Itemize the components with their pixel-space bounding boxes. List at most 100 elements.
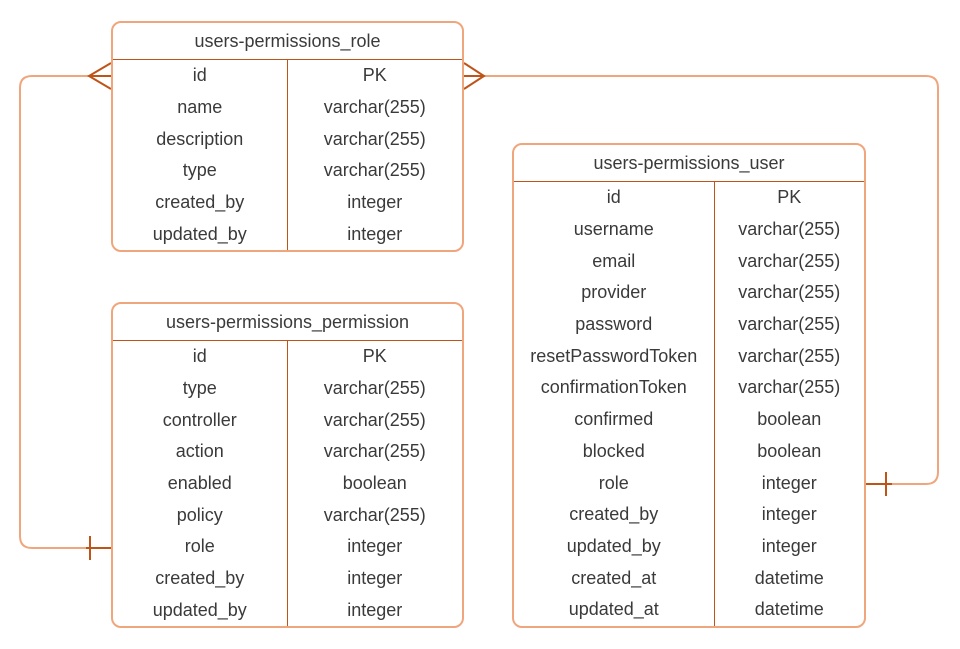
field-name: id <box>514 182 715 214</box>
field-name: id <box>113 341 288 373</box>
field-name: confirmed <box>514 403 715 436</box>
field-type: integer <box>347 536 403 557</box>
field-type: integer <box>761 472 817 493</box>
field-name: provider <box>514 277 715 309</box>
field-row-policy: policy varchar(255) <box>113 499 462 532</box>
field-row-description: description varchar(255) <box>113 123 462 156</box>
field-name: role <box>113 531 288 563</box>
field-row-created_at: created_at datetime <box>514 562 864 594</box>
entity-table-users-permissions-permission: users-permissions_permission id PK type var… <box>111 302 464 629</box>
entity-table-users-permissions-user: users-permissions_user id PK username varch… <box>512 143 866 628</box>
connector-line <box>19 75 89 549</box>
field-row-password: password varchar(255) <box>514 308 864 341</box>
field-name: created_by <box>514 498 715 531</box>
field-type: boolean <box>757 409 822 430</box>
crow-foot-many-icon <box>463 62 486 90</box>
table-title: users-permissions_permission <box>113 304 462 341</box>
connector-role-permission <box>19 62 112 560</box>
field-type: varchar(255) <box>323 97 426 118</box>
field-name: resetPasswordToken <box>514 340 715 373</box>
connector-role-user <box>463 62 939 496</box>
field-type: integer <box>347 223 403 244</box>
field-name: action <box>113 436 288 468</box>
field-row-id: id PK <box>113 60 462 92</box>
field-row-role: role integer <box>113 531 462 563</box>
field-name: created_at <box>514 562 715 594</box>
field-type: varchar(255) <box>738 282 841 303</box>
field-name: type <box>113 155 288 187</box>
field-type: varchar(255) <box>738 219 841 240</box>
field-type: datetime <box>754 567 824 588</box>
field-row-updated_by: updated_by integer <box>113 218 462 251</box>
field-type: varchar(255) <box>323 409 426 430</box>
field-row-id: id PK <box>113 341 462 373</box>
field-row-role: role integer <box>514 467 864 499</box>
field-name: password <box>514 308 715 341</box>
field-type: varchar(255) <box>738 314 841 335</box>
field-type: varchar(255) <box>738 377 841 398</box>
cardinality-one-icon <box>866 472 892 496</box>
field-name: created_by <box>113 562 288 595</box>
field-name: controller <box>113 404 288 437</box>
field-row-enabled: enabled boolean <box>113 467 462 500</box>
field-type: varchar(255) <box>323 504 426 525</box>
field-row-resetPasswordToken: resetPasswordToken varchar(255) <box>514 340 864 373</box>
field-name: updated_at <box>514 593 715 626</box>
field-name: role <box>514 467 715 499</box>
cardinality-one-icon <box>86 536 111 560</box>
field-type: varchar(255) <box>323 378 426 399</box>
field-row-type: type varchar(255) <box>113 155 462 187</box>
field-name: updated_by <box>113 218 288 251</box>
field-type: integer <box>347 192 403 213</box>
field-type: varchar(255) <box>323 128 426 149</box>
field-row-blocked: blocked boolean <box>514 435 864 468</box>
field-type: boolean <box>342 473 407 494</box>
field-name: id <box>113 60 288 92</box>
field-row-updated_by: updated_by integer <box>514 530 864 563</box>
field-type: integer <box>347 568 403 589</box>
field-name: policy <box>113 499 288 532</box>
field-row-controller: controller varchar(255) <box>113 404 462 437</box>
field-type: integer <box>761 504 817 525</box>
crow-foot-many-icon <box>87 62 112 90</box>
field-name: username <box>514 213 715 246</box>
field-name: description <box>113 123 288 156</box>
field-row-username: username varchar(255) <box>514 213 864 246</box>
field-type: PK <box>362 346 387 367</box>
field-row-created_by: created_by integer <box>113 562 462 595</box>
connector-line <box>484 75 939 485</box>
field-type: integer <box>761 535 817 556</box>
field-type: boolean <box>757 440 822 461</box>
field-name: updated_by <box>514 530 715 563</box>
field-type: varchar(255) <box>738 345 841 366</box>
field-row-created_by: created_by integer <box>113 186 462 219</box>
field-name: type <box>113 372 288 405</box>
table-title: users-permissions_user <box>514 145 864 182</box>
field-row-confirmationToken: confirmationToken varchar(255) <box>514 372 864 404</box>
field-type: PK <box>362 65 387 86</box>
field-row-type: type varchar(255) <box>113 372 462 405</box>
field-name: confirmationToken <box>514 372 715 404</box>
field-name: blocked <box>514 435 715 468</box>
field-name: enabled <box>113 467 288 500</box>
field-name: created_by <box>113 186 288 219</box>
field-row-provider: provider varchar(255) <box>514 277 864 309</box>
field-type: PK <box>777 187 802 208</box>
field-name: email <box>514 245 715 278</box>
field-type: integer <box>347 599 403 620</box>
field-type: varchar(255) <box>323 160 426 181</box>
table-title: users-permissions_role <box>113 23 462 60</box>
field-row-created_by: created_by integer <box>514 498 864 531</box>
field-row-id: id PK <box>514 182 864 214</box>
field-row-action: action varchar(255) <box>113 436 462 468</box>
field-row-confirmed: confirmed boolean <box>514 403 864 436</box>
field-type: varchar(255) <box>323 441 426 462</box>
